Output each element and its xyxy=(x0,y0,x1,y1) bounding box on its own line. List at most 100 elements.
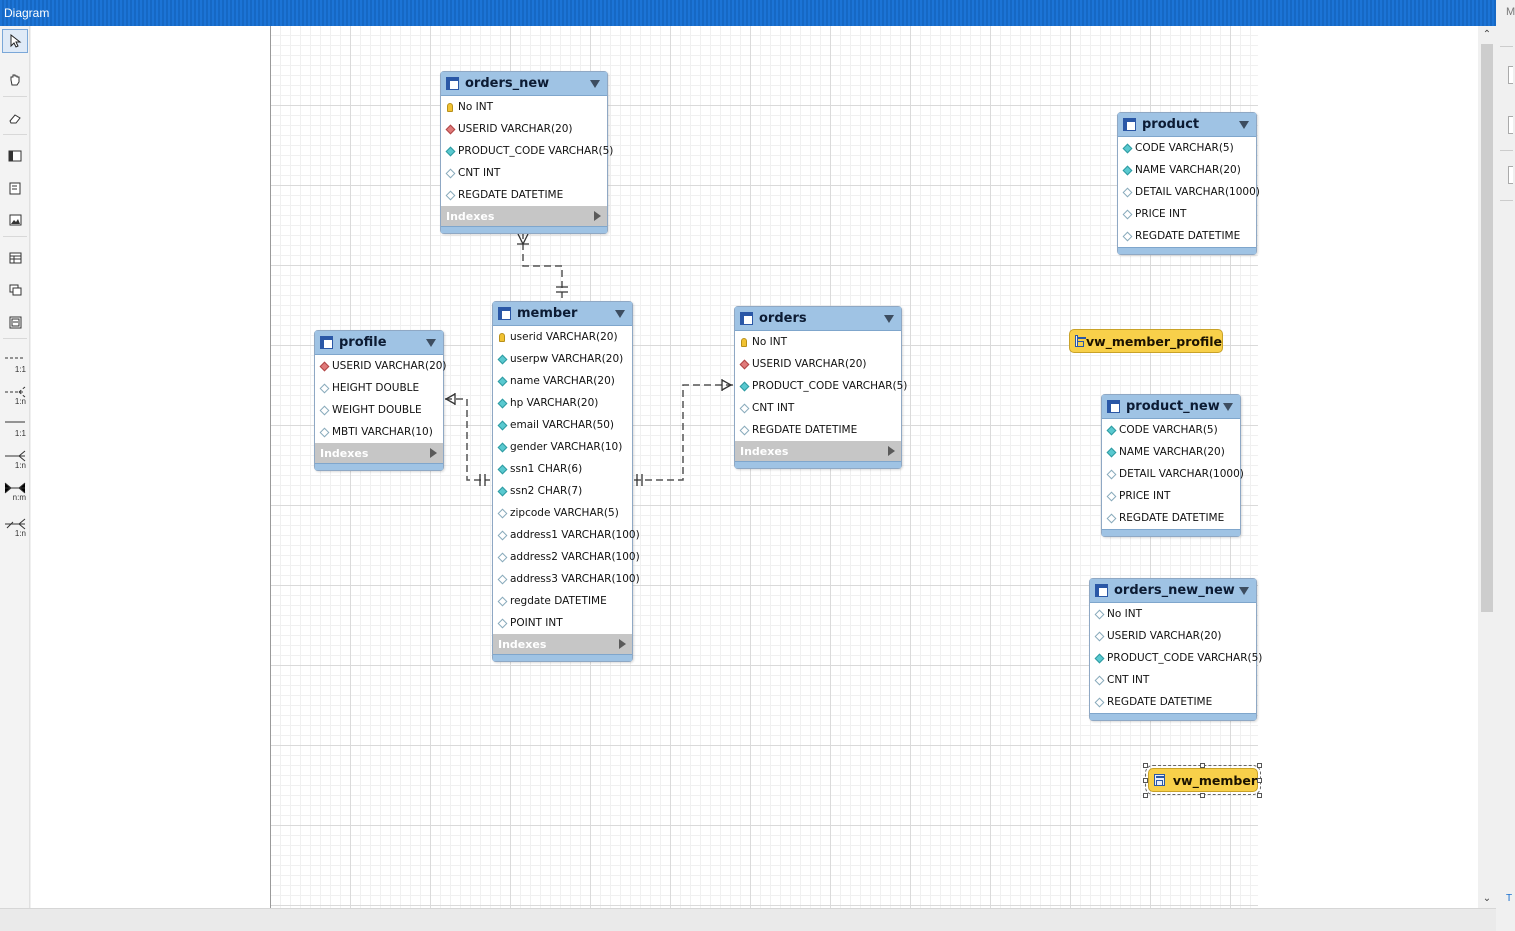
selection-handle[interactable] xyxy=(1200,793,1205,798)
indexes-section[interactable]: Indexes xyxy=(315,443,443,463)
column-row[interactable]: REGDATE DATETIME xyxy=(1118,225,1256,247)
view-tool[interactable] xyxy=(2,278,28,302)
collapse-caret-icon[interactable] xyxy=(426,338,436,347)
column-row[interactable]: userpw VARCHAR(20) xyxy=(493,348,632,370)
column-row[interactable]: No INT xyxy=(735,331,901,353)
right-panel-tab[interactable] xyxy=(1508,116,1513,134)
indexes-section[interactable]: Indexes xyxy=(493,634,632,654)
expand-arrow-icon[interactable] xyxy=(430,448,437,458)
column-row[interactable]: ssn1 CHAR(6) xyxy=(493,458,632,480)
column-row[interactable]: REGDATE DATETIME xyxy=(735,419,901,441)
scroll-thumb[interactable] xyxy=(1481,44,1493,612)
column-row[interactable]: address1 VARCHAR(100) xyxy=(493,524,640,546)
expand-arrow-icon[interactable] xyxy=(619,639,626,649)
column-row[interactable]: address3 VARCHAR(100) xyxy=(493,568,640,590)
column-row[interactable]: PRICE INT xyxy=(1118,203,1256,225)
hand-tool[interactable] xyxy=(2,67,28,91)
column-row[interactable]: regdate DATETIME xyxy=(493,590,632,612)
view-vw-member-profile[interactable]: vw_member_profile xyxy=(1069,329,1223,353)
rel-1-1-non-identifying-tool[interactable]: 1:1 xyxy=(2,348,28,374)
scroll-down-arrow[interactable]: ⌄ xyxy=(1482,893,1492,904)
column-row[interactable]: USERID VARCHAR(20) xyxy=(315,355,447,377)
indexes-section[interactable]: Indexes xyxy=(735,441,901,461)
column-row[interactable]: REGDATE DATETIME xyxy=(441,184,607,206)
column-row[interactable]: PRICE INT xyxy=(1102,485,1240,507)
column-row[interactable]: MBTI VARCHAR(10) xyxy=(315,421,443,443)
table-header[interactable]: orders_new_new xyxy=(1090,579,1256,603)
selection-handle[interactable] xyxy=(1257,778,1262,783)
rel-1-1-identifying-tool[interactable]: 1:1 xyxy=(2,412,28,438)
column-row[interactable]: name VARCHAR(20) xyxy=(493,370,632,392)
column-row[interactable]: USERID VARCHAR(20) xyxy=(1090,625,1256,647)
selection-handle[interactable] xyxy=(1200,763,1205,768)
column-row[interactable]: NAME VARCHAR(20) xyxy=(1102,441,1240,463)
scroll-up-arrow[interactable]: ⌃ xyxy=(1482,29,1492,40)
column-row[interactable]: CODE VARCHAR(5) xyxy=(1118,137,1256,159)
column-row[interactable]: USERID VARCHAR(20) xyxy=(735,353,901,375)
table-header[interactable]: product_new xyxy=(1102,395,1240,419)
column-row[interactable]: PRODUCT_CODE VARCHAR(5) xyxy=(1090,647,1262,669)
column-row[interactable]: DETAIL VARCHAR(1000) xyxy=(1102,463,1244,485)
selection-handle[interactable] xyxy=(1143,763,1148,768)
selection-handle[interactable] xyxy=(1143,793,1148,798)
column-row[interactable]: USERID VARCHAR(20) xyxy=(441,118,607,140)
column-row[interactable]: userid VARCHAR(20) xyxy=(493,326,632,348)
column-row[interactable]: gender VARCHAR(10) xyxy=(493,436,632,458)
eraser-tool[interactable] xyxy=(2,106,28,130)
right-panel-strip[interactable]: M T xyxy=(1496,0,1515,931)
column-row[interactable]: No INT xyxy=(1090,603,1256,625)
column-row[interactable]: ssn2 CHAR(7) xyxy=(493,480,632,502)
indexes-section[interactable]: Indexes xyxy=(441,206,607,226)
column-row[interactable]: REGDATE DATETIME xyxy=(1102,507,1240,529)
right-panel-tab[interactable] xyxy=(1508,66,1513,84)
column-row[interactable]: CNT INT xyxy=(441,162,607,184)
vertical-scrollbar[interactable]: ⌃ ⌄ xyxy=(1478,26,1496,908)
image-tool[interactable] xyxy=(2,208,28,232)
column-row[interactable]: address2 VARCHAR(100) xyxy=(493,546,640,568)
right-panel-tab[interactable] xyxy=(1508,166,1513,184)
collapse-caret-icon[interactable] xyxy=(615,309,625,318)
table-header[interactable]: member xyxy=(493,302,632,326)
routine-group-tool[interactable] xyxy=(2,310,28,334)
layer-tool[interactable] xyxy=(2,144,28,168)
column-row[interactable]: email VARCHAR(50) xyxy=(493,414,632,436)
table-header[interactable]: product xyxy=(1118,113,1256,137)
column-row[interactable]: REGDATE DATETIME xyxy=(1090,691,1256,713)
column-row[interactable]: CNT INT xyxy=(735,397,901,419)
selection-handle[interactable] xyxy=(1143,778,1148,783)
table-header[interactable]: orders xyxy=(735,307,901,331)
column-row[interactable]: NAME VARCHAR(20) xyxy=(1118,159,1256,181)
rel-n-m-tool[interactable]: n:m xyxy=(2,476,28,502)
collapse-caret-icon[interactable] xyxy=(1223,402,1233,411)
rel-1-n-identifying-tool[interactable]: 1:n xyxy=(2,444,28,470)
table-tool[interactable] xyxy=(2,246,28,270)
column-row[interactable]: No INT xyxy=(441,96,607,118)
right-panel-tab-label[interactable]: T xyxy=(1506,893,1513,904)
column-row[interactable]: HEIGHT DOUBLE xyxy=(315,377,443,399)
selection-handle[interactable] xyxy=(1257,763,1262,768)
collapse-caret-icon[interactable] xyxy=(1239,586,1249,595)
collapse-caret-icon[interactable] xyxy=(1239,120,1249,129)
column-row[interactable]: CODE VARCHAR(5) xyxy=(1102,419,1240,441)
note-tool[interactable] xyxy=(2,176,28,200)
column-row[interactable]: DETAIL VARCHAR(1000) xyxy=(1118,181,1260,203)
column-row[interactable]: zipcode VARCHAR(5) xyxy=(493,502,632,524)
rel-1-n-non-identifying-tool[interactable]: 1:n xyxy=(2,380,28,406)
canvas-overflow-area[interactable] xyxy=(1258,26,1478,908)
collapse-caret-icon[interactable] xyxy=(590,79,600,88)
expand-arrow-icon[interactable] xyxy=(888,446,895,456)
column-row[interactable]: CNT INT xyxy=(1090,669,1256,691)
table-header[interactable]: orders_new xyxy=(441,72,607,96)
rel-existing-columns-tool[interactable]: 1:n xyxy=(2,512,28,538)
column-row[interactable]: hp VARCHAR(20) xyxy=(493,392,632,414)
collapse-caret-icon[interactable] xyxy=(884,314,894,323)
view-vw-member[interactable]: vw_member xyxy=(1145,765,1261,795)
pointer-tool[interactable] xyxy=(2,29,28,53)
column-row[interactable]: PRODUCT_CODE VARCHAR(5) xyxy=(441,140,613,162)
